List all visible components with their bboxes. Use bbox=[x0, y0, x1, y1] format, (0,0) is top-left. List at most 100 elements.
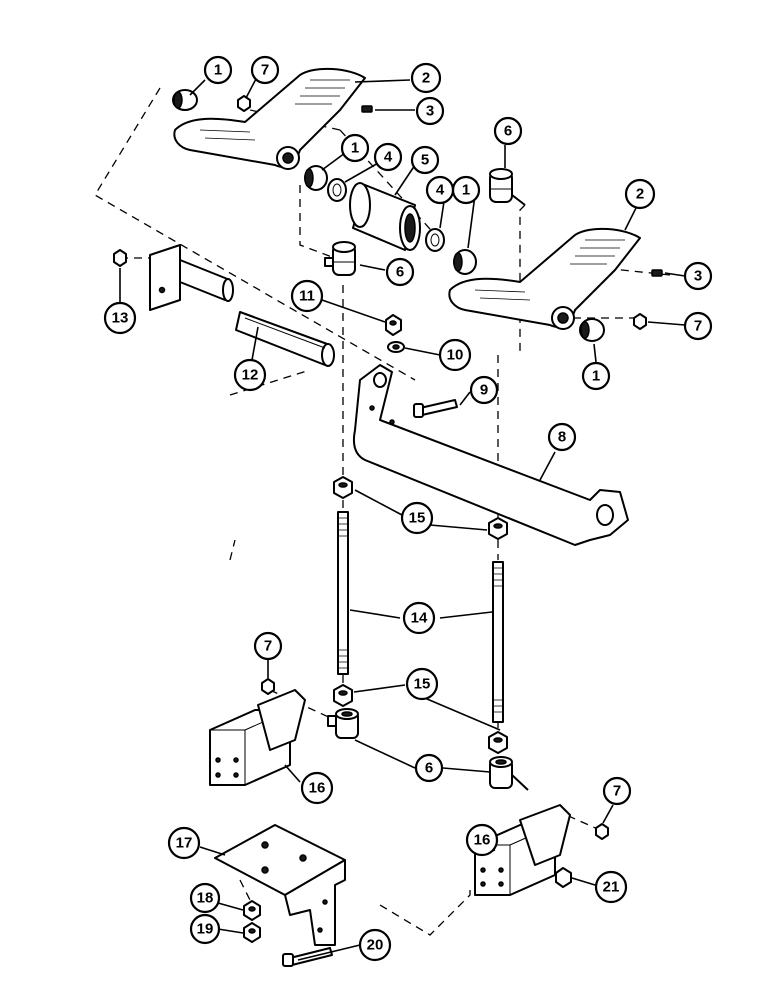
callout-16-left: 16 bbox=[300, 771, 334, 805]
jam-nut-upper-right bbox=[488, 517, 508, 540]
callout-6-lower: 6 bbox=[414, 753, 444, 783]
callout-label: 5 bbox=[421, 152, 429, 169]
callout-18: 18 bbox=[189, 882, 221, 914]
pivot-pin-bracket bbox=[149, 244, 234, 311]
setscrew-right bbox=[651, 269, 663, 277]
callout-1-top: 1 bbox=[203, 55, 233, 85]
callout-8: 8 bbox=[547, 422, 577, 452]
clevis-upper-left bbox=[324, 241, 356, 276]
callout-label: 1 bbox=[214, 62, 222, 79]
callout-label: 7 bbox=[694, 318, 702, 335]
bolt-9 bbox=[413, 399, 458, 418]
callout-label: 7 bbox=[613, 783, 621, 800]
callout-4-right: 4 bbox=[425, 175, 455, 205]
clevis-upper-right bbox=[489, 168, 526, 206]
callout-7-top: 7 bbox=[250, 55, 280, 85]
callout-label: 16 bbox=[474, 832, 491, 849]
washer-left bbox=[327, 178, 347, 202]
callout-label: 6 bbox=[504, 123, 512, 140]
callout-3-right: 3 bbox=[683, 261, 713, 291]
lock-nut-right bbox=[633, 313, 647, 330]
nut-19 bbox=[243, 922, 261, 943]
callout-5: 5 bbox=[410, 145, 440, 175]
callout-label: 12 bbox=[242, 367, 259, 384]
brake-pedal-right bbox=[448, 227, 641, 330]
mounting-bracket bbox=[214, 824, 346, 946]
callout-9: 9 bbox=[469, 375, 499, 405]
callout-label: 17 bbox=[176, 835, 193, 852]
callout-1-mid-left: 1 bbox=[340, 133, 370, 163]
callout-1-bottom-right: 1 bbox=[581, 361, 611, 391]
callout-7-lower-right: 7 bbox=[602, 776, 632, 806]
washer-right bbox=[425, 228, 445, 252]
callout-label: 20 bbox=[367, 937, 384, 954]
master-cylinder-left bbox=[209, 689, 306, 786]
callout-13: 13 bbox=[103, 301, 137, 335]
callout-7-right: 7 bbox=[683, 311, 713, 341]
threaded-rod-left bbox=[337, 511, 349, 675]
callout-label: 4 bbox=[436, 182, 445, 199]
callout-7-mid-left: 7 bbox=[253, 631, 283, 661]
callout-15-lower: 15 bbox=[405, 667, 439, 701]
nut-18 bbox=[243, 900, 261, 921]
callout-15-upper: 15 bbox=[400, 501, 434, 535]
lock-nut-lower-right bbox=[595, 823, 609, 840]
callout-label: 11 bbox=[299, 288, 315, 305]
callout-2-left: 2 bbox=[410, 62, 442, 94]
clevis-lower-right bbox=[489, 756, 529, 791]
bushing-bottom-right bbox=[579, 318, 605, 342]
lock-nut-mid-left bbox=[261, 678, 275, 695]
nut-13 bbox=[113, 249, 127, 267]
callout-label: 16 bbox=[309, 780, 326, 797]
callout-label: 10 bbox=[447, 347, 464, 364]
callout-label: 15 bbox=[414, 676, 431, 693]
master-cylinder-right bbox=[474, 804, 571, 896]
callout-21: 21 bbox=[594, 870, 628, 904]
nut-21 bbox=[555, 867, 572, 888]
callout-label: 15 bbox=[409, 510, 426, 527]
callout-label: 19 bbox=[197, 921, 214, 938]
callout-label: 3 bbox=[426, 103, 434, 120]
setscrew-top bbox=[361, 105, 373, 113]
bushing-top-left bbox=[172, 89, 198, 111]
callout-label: 3 bbox=[694, 268, 702, 285]
callout-17: 17 bbox=[167, 826, 201, 860]
callout-11: 11 bbox=[290, 279, 324, 313]
callout-label: 8 bbox=[558, 429, 566, 446]
clevis-lower-left bbox=[327, 708, 359, 739]
threaded-rod-right bbox=[492, 561, 504, 723]
callout-6-upper-right: 6 bbox=[493, 116, 523, 146]
callout-label: 9 bbox=[480, 382, 488, 399]
callout-label: 2 bbox=[636, 186, 644, 203]
spacer-tube bbox=[349, 182, 421, 251]
callout-14: 14 bbox=[402, 601, 436, 635]
jam-nut-lower-right bbox=[488, 731, 508, 754]
callout-10: 10 bbox=[438, 338, 472, 372]
nut-11 bbox=[385, 314, 402, 336]
brake-pedal-left bbox=[173, 67, 366, 170]
callout-label: 21 bbox=[603, 879, 620, 896]
jam-nut-lower-left bbox=[333, 684, 353, 707]
callout-6-upper-left: 6 bbox=[385, 257, 415, 287]
jam-nut-upper-left bbox=[333, 476, 353, 499]
callout-label: 7 bbox=[264, 638, 272, 655]
callout-label: 4 bbox=[384, 149, 393, 166]
cross-bar bbox=[352, 364, 629, 546]
bushing-mid-left bbox=[304, 165, 328, 191]
bushing-mid-right bbox=[453, 249, 477, 275]
lock-nut-top bbox=[237, 95, 251, 112]
callout-16-right: 16 bbox=[465, 823, 499, 857]
callout-label: 13 bbox=[112, 310, 129, 327]
callout-12: 12 bbox=[233, 358, 267, 392]
callout-label: 7 bbox=[261, 62, 269, 79]
callout-label: 1 bbox=[351, 140, 359, 157]
callout-label: 6 bbox=[425, 760, 433, 777]
callout-label: 2 bbox=[422, 70, 430, 87]
callout-4-left: 4 bbox=[373, 142, 403, 172]
callout-label: 1 bbox=[592, 368, 600, 385]
callout-label: 1 bbox=[462, 182, 470, 199]
callout-19: 19 bbox=[189, 913, 221, 945]
callout-2-right: 2 bbox=[624, 178, 656, 210]
callout-label: 14 bbox=[411, 610, 428, 627]
